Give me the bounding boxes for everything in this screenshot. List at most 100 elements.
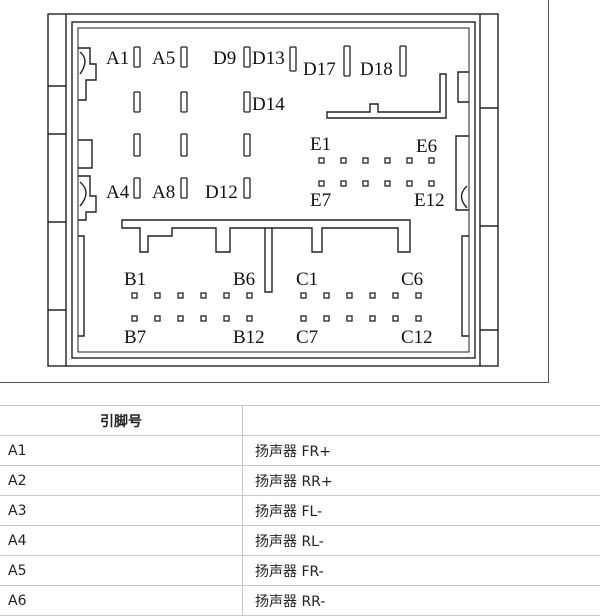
label-D14: D14 (252, 94, 285, 115)
label-E1: E1 (310, 134, 331, 155)
function-cell: 扬声器 FR- (243, 556, 600, 586)
label-A1: A1 (106, 48, 129, 69)
pin-square (393, 293, 398, 298)
label-E12: E12 (414, 190, 445, 211)
pin-square (319, 181, 324, 186)
pin-square (385, 181, 390, 186)
pin-slot (244, 92, 250, 112)
table-row: A6 扬声器 RR- (0, 586, 600, 616)
pin-slot (134, 134, 140, 156)
pin-square (319, 158, 324, 163)
pin-square (155, 316, 160, 321)
function-cell: 扬声器 RL- (243, 526, 600, 556)
center-post (265, 228, 272, 292)
pin-slot (181, 134, 187, 156)
label-C12: C12 (401, 327, 433, 348)
pin-slot (244, 47, 250, 67)
pin-cell: A6 (0, 586, 243, 616)
connector-left-rail (48, 86, 66, 310)
table-header-row: 引脚号 (0, 406, 600, 436)
label-C7: C7 (296, 327, 318, 348)
pin-square (224, 316, 229, 321)
table-row: A4 扬声器 RL- (0, 526, 600, 556)
function-cell: 扬声器 FL- (243, 496, 600, 526)
pin-slot (134, 47, 140, 67)
pin-square (247, 293, 252, 298)
header-function (243, 406, 600, 436)
right-latch-top (458, 72, 469, 102)
table-row: A1 扬声器 FR+ (0, 436, 600, 466)
right-latch-mid (456, 136, 469, 210)
label-A5: A5 (152, 48, 175, 69)
top-key (327, 74, 446, 118)
label-C6: C6 (401, 269, 423, 290)
pin-square (393, 316, 398, 321)
pin-slot (344, 46, 350, 76)
pin-square (407, 181, 412, 186)
label-D9: D9 (213, 48, 236, 69)
label-D17: D17 (303, 59, 336, 80)
pin-square (201, 293, 206, 298)
table-row: A2 扬声器 RR+ (0, 466, 600, 496)
pin-square (224, 293, 229, 298)
pin-square (347, 316, 352, 321)
pin-square (429, 181, 434, 186)
pin-square (407, 158, 412, 163)
pin-square (301, 316, 306, 321)
pin-square (370, 293, 375, 298)
pin-square (370, 316, 375, 321)
pin-square (341, 158, 346, 163)
pin-cell: A1 (0, 436, 243, 466)
pin-square (247, 316, 252, 321)
pin-cell: A3 (0, 496, 243, 526)
table-row: A5 扬声器 FR- (0, 556, 600, 586)
label-A4: A4 (106, 182, 130, 203)
pin-square (341, 181, 346, 186)
pin-slot (290, 47, 296, 71)
label-A8: A8 (152, 182, 175, 203)
label-B1: B1 (124, 269, 146, 290)
pin-slot (181, 92, 187, 112)
pin-cell: A2 (0, 466, 243, 496)
label-E7: E7 (310, 190, 331, 211)
pin-cell: A5 (0, 556, 243, 586)
label-B12: B12 (233, 327, 265, 348)
connector-diagram: A1 A5 D9 D13 D17 D18 D14 E1 E6 A4 A8 D12… (0, 0, 549, 383)
pin-square (363, 158, 368, 163)
table-row: A3 扬声器 FL- (0, 496, 600, 526)
label-B7: B7 (124, 327, 146, 348)
header-pin: 引脚号 (0, 406, 243, 436)
function-cell: 扬声器 RR+ (243, 466, 600, 496)
label-E6: E6 (416, 136, 437, 157)
pin-square (155, 293, 160, 298)
pin-cell: A4 (0, 526, 243, 556)
function-cell: 扬声器 FR+ (243, 436, 600, 466)
pin-slot (244, 134, 250, 156)
label-D18: D18 (360, 59, 393, 80)
pin-square (132, 293, 137, 298)
pin-square (178, 316, 183, 321)
pin-slot (181, 47, 187, 67)
function-cell: 扬声器 RR- (243, 586, 600, 616)
label-D13: D13 (252, 48, 285, 69)
pin-function-table: 引脚号 A1 扬声器 FR+ A2 扬声器 RR+ A3 扬声器 FL- A4 … (0, 405, 600, 616)
pin-slot (134, 178, 140, 198)
label-C1: C1 (296, 269, 318, 290)
label-D12: D12 (205, 182, 238, 203)
pin-slot (134, 92, 140, 112)
pin-square (347, 293, 352, 298)
pin-square (416, 293, 421, 298)
pin-square (324, 316, 329, 321)
middle-rib (122, 220, 410, 252)
label-B6: B6 (233, 269, 255, 290)
pin-square (416, 316, 421, 321)
connector-right-rail (480, 14, 498, 366)
pin-slot (400, 46, 406, 76)
pin-slot (244, 178, 250, 198)
pin-square (178, 293, 183, 298)
left-latch-mid (78, 140, 92, 168)
pin-square (324, 293, 329, 298)
pin-square (385, 158, 390, 163)
pin-square (201, 316, 206, 321)
pin-square (363, 181, 368, 186)
